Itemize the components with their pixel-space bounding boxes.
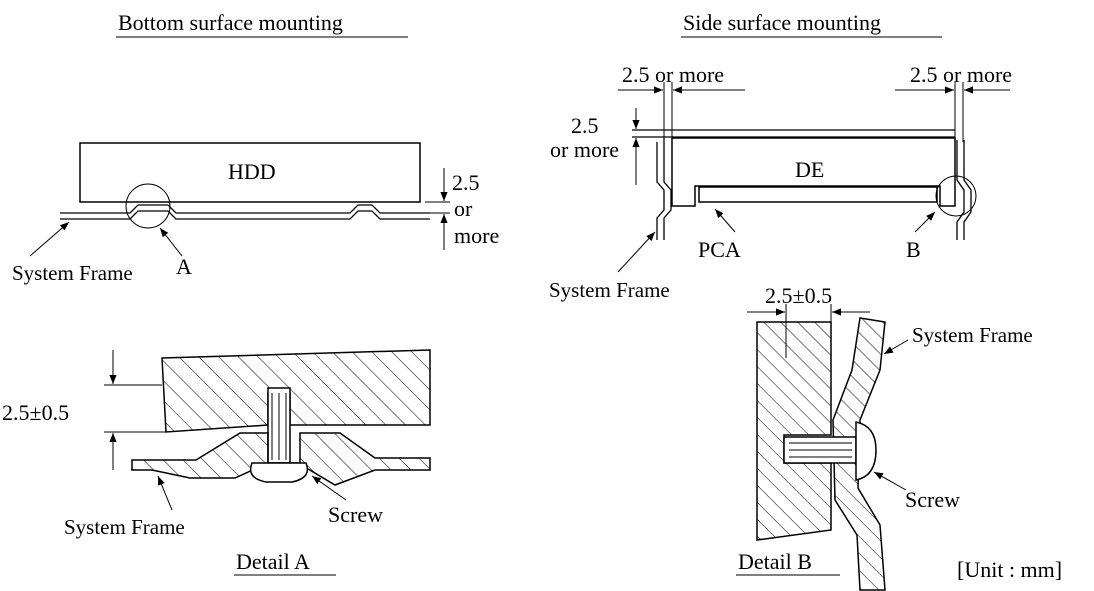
detail-a-title: Detail A <box>236 549 310 574</box>
detail-a-screw-leader <box>311 475 347 501</box>
detail-a-circle <box>125 183 171 229</box>
side-left-wall-1 <box>656 142 665 240</box>
detail-a-view: 2.5±0.5 Screw System Frame Detail A <box>2 349 431 576</box>
dim-bottom-line2: or <box>454 196 473 221</box>
side-left-wall-2 <box>663 138 672 240</box>
title-bottom-group: Bottom surface mounting <box>116 10 408 38</box>
detail-b-screw-head <box>855 421 877 481</box>
title-side-group: Side surface mounting <box>681 10 942 38</box>
bottom-frame-label: System Frame <box>12 261 133 285</box>
side-dim-right-top: 2.5 or more <box>910 62 1012 87</box>
pca-label: PCA <box>698 237 741 262</box>
bottom-frame-plate-top <box>60 204 430 214</box>
side-dim-side-1: 2.5 <box>571 113 599 138</box>
side-right-wall-1 <box>956 140 965 240</box>
detail-a-hdd-section <box>161 349 431 433</box>
detail-a-screw-label: Screw <box>328 502 383 527</box>
detail-b-screw-label: Screw <box>905 487 960 512</box>
detail-a-ref: A <box>176 254 192 279</box>
detail-b-frame-label: System Frame <box>912 323 1033 347</box>
detail-b-circle <box>935 175 977 217</box>
side-right-wall-2 <box>963 140 972 240</box>
bottom-mount-view: HDD 2.5 or more System Frame A <box>12 142 499 285</box>
detail-a-frame-section <box>131 432 431 486</box>
hdd-body <box>79 142 421 203</box>
side-frame-label: System Frame <box>549 278 670 302</box>
detail-b-hdd-section <box>756 321 832 541</box>
bottom-frame-plate-bottom <box>60 210 430 220</box>
side-dim-side-2: or more <box>550 137 619 162</box>
pca-board <box>698 186 938 203</box>
bottom-frame-leader <box>29 221 70 257</box>
dim-bottom-line3: more <box>454 223 499 248</box>
detail-b-screw-leader <box>873 471 907 491</box>
hdd-label: HDD <box>228 159 276 184</box>
unit-note: [Unit : mm] <box>957 557 1062 582</box>
detail-b-leader <box>914 211 936 233</box>
dim-bottom-line1: 2.5 <box>452 170 480 195</box>
detail-a-frame-leader <box>157 475 173 511</box>
detail-a-screw-head <box>249 462 309 483</box>
detail-a-frame-label: System Frame <box>64 515 185 539</box>
detail-b-view: 2.5±0.5 System Frame Screw Detail B <box>736 283 1033 591</box>
detail-b-dim: 2.5±0.5 <box>765 283 832 308</box>
side-mount-view: 2.5 or more 2.5 or more 2.5 or more DE P… <box>549 62 1012 302</box>
title-bottom: Bottom surface mounting <box>118 10 343 35</box>
de-label: DE <box>795 157 824 182</box>
detail-b-frame-leader <box>883 339 909 355</box>
detail-b-ref: B <box>906 237 921 262</box>
pca-leader <box>714 208 736 233</box>
title-side: Side surface mounting <box>683 10 881 35</box>
detail-a-dim: 2.5±0.5 <box>2 400 69 425</box>
detail-a-leader <box>159 227 183 257</box>
side-dim-left-top: 2.5 or more <box>622 62 724 87</box>
side-frame-leader <box>617 231 656 273</box>
de-body <box>671 137 956 207</box>
detail-b-title: Detail B <box>738 549 812 574</box>
